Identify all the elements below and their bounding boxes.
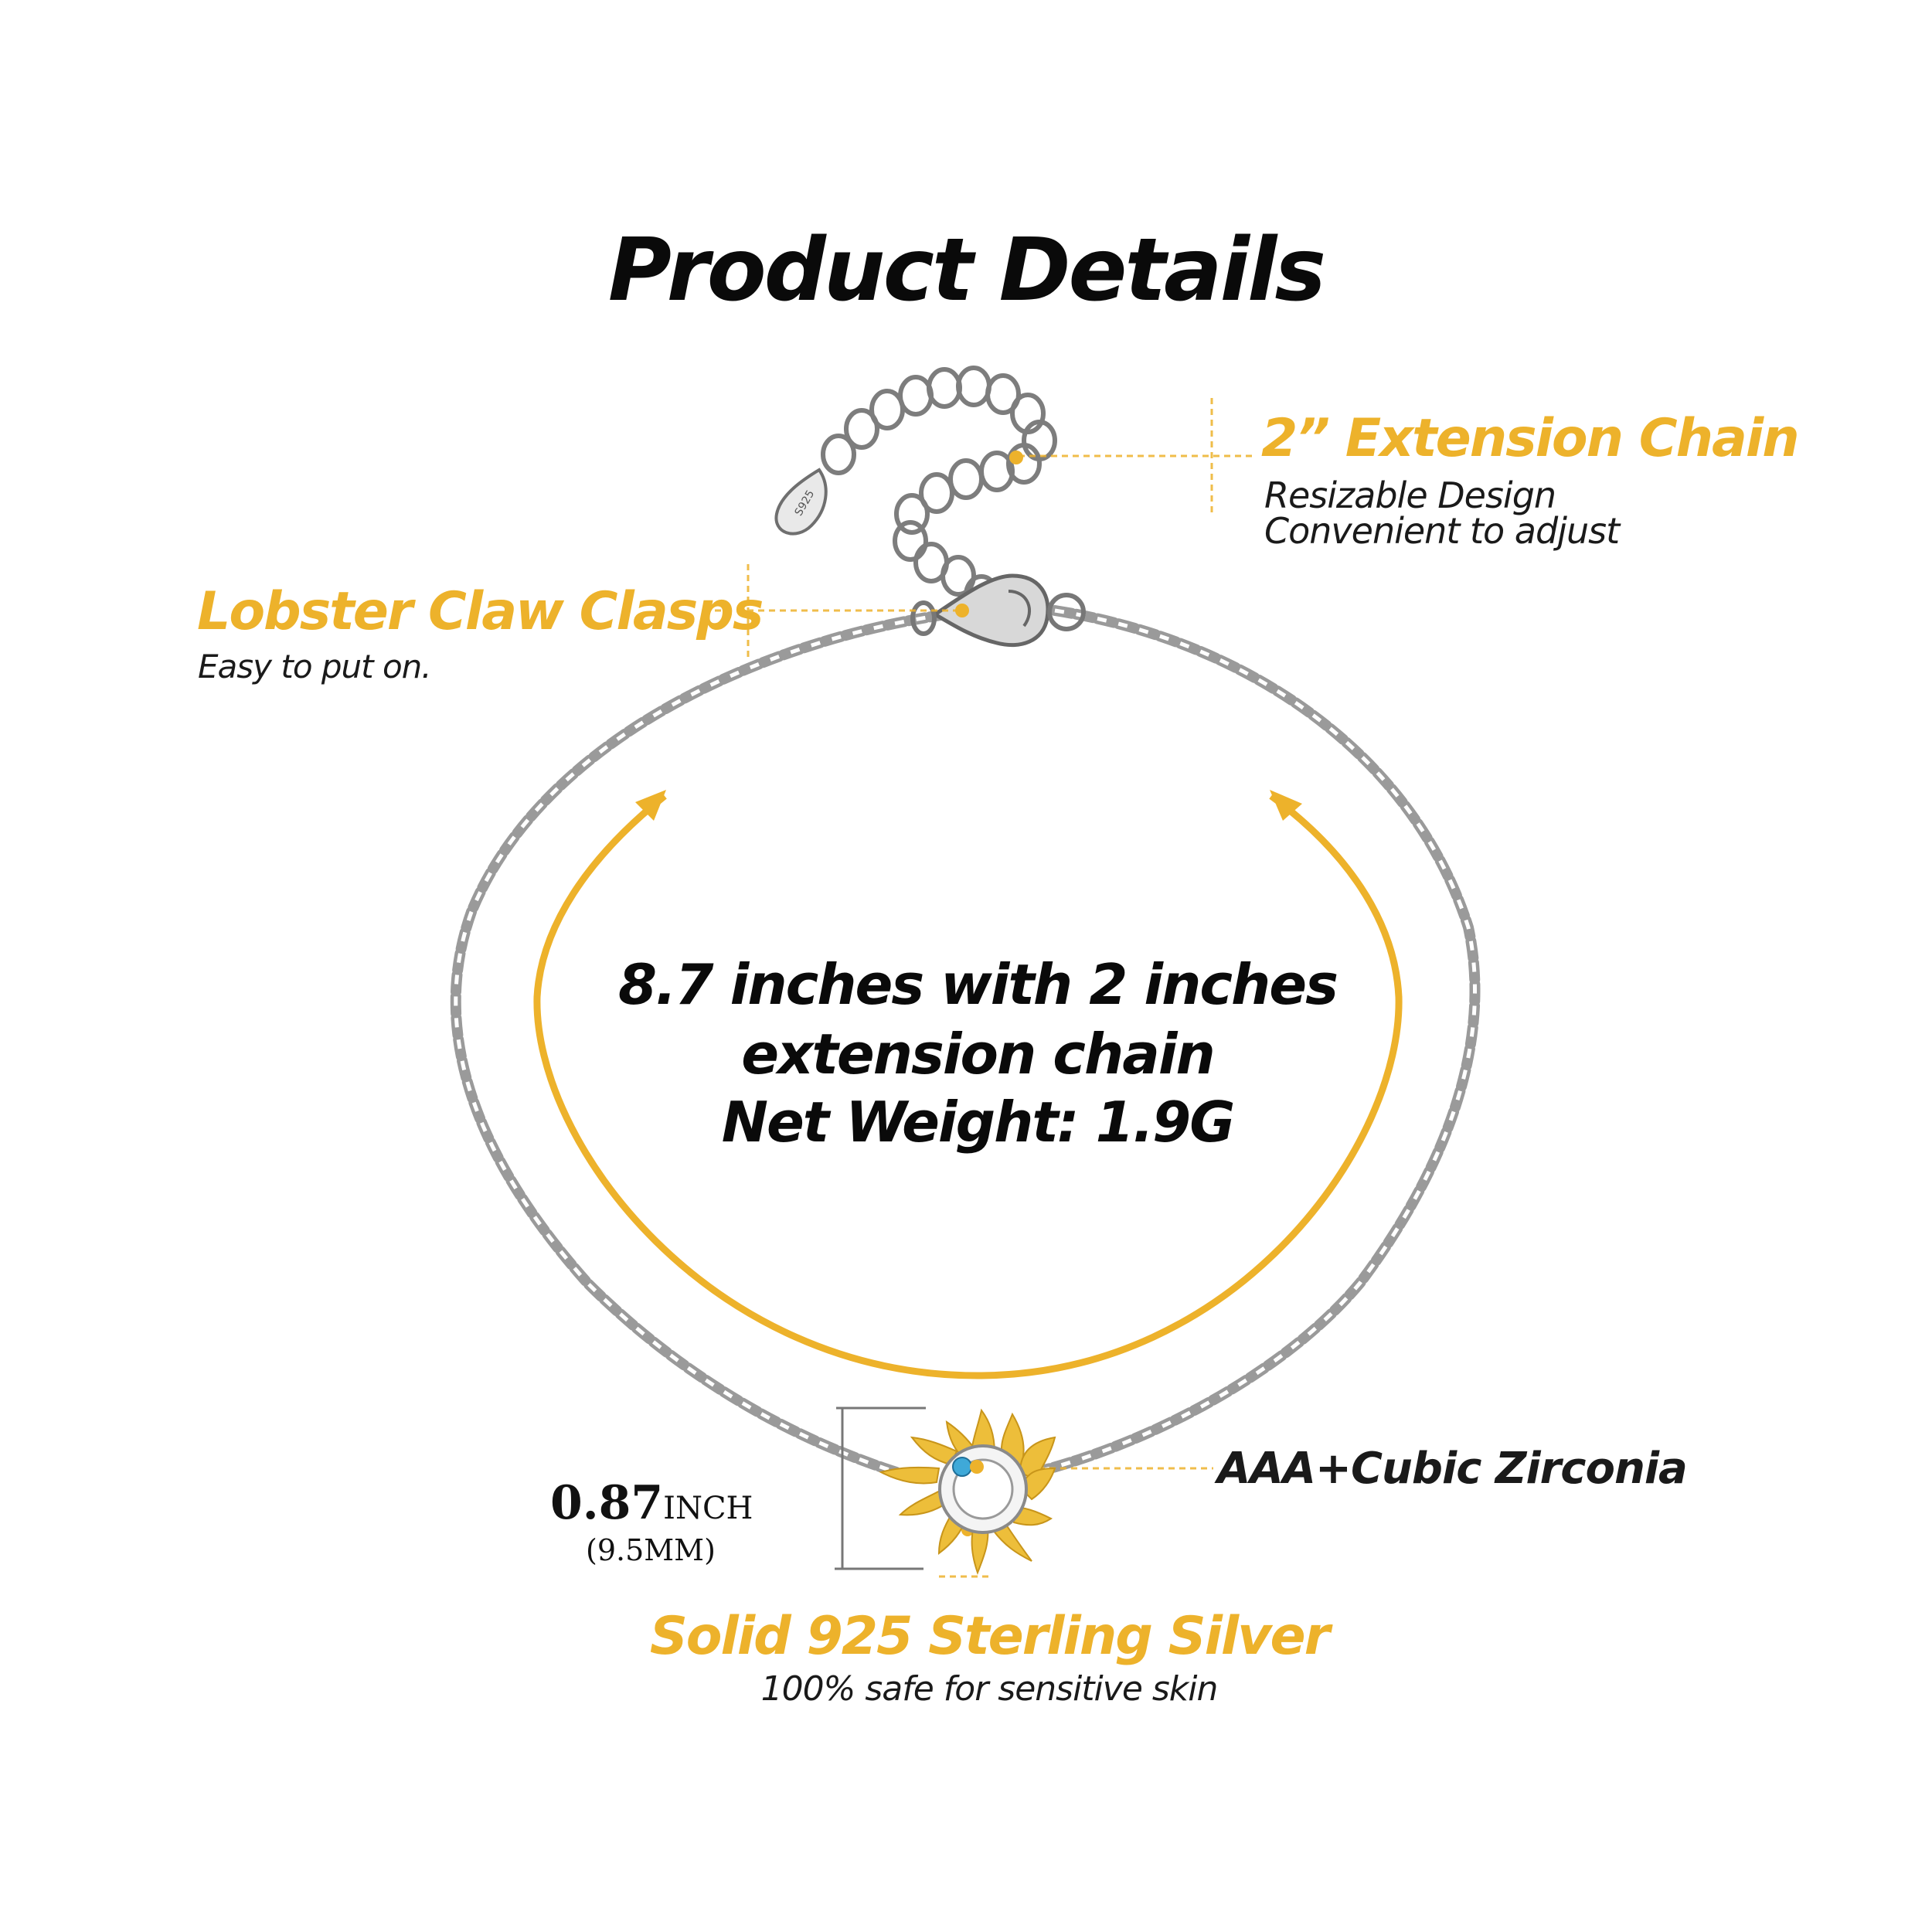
bracelet-chain xyxy=(450,605,1481,1478)
callout-lines xyxy=(715,398,1252,1578)
cubic-zirconia-label: AAA+Cubic Zirconia xyxy=(1217,1444,1688,1494)
page-title: Product Details xyxy=(607,220,1326,321)
s925-tag-icon: S925 xyxy=(774,468,828,536)
extension-chain-title: 2” Extension Chain xyxy=(1261,408,1800,469)
extension-chain xyxy=(821,366,1057,639)
charm-dimension-inch: 0.87INCH xyxy=(550,1476,753,1530)
charm-dimension-mm: (9.5MM) xyxy=(586,1533,716,1567)
circular-arrows-icon xyxy=(533,790,1403,1379)
spec-net-weight: Net Weight: 1.9G xyxy=(721,1090,1236,1155)
sun-charm-icon xyxy=(879,1408,1056,1575)
lobster-clasp-title: Lobster Claw Clasps xyxy=(197,581,764,642)
dimension-bracket xyxy=(835,1406,926,1570)
spec-extension: extension chain xyxy=(741,1022,1216,1087)
spec-length: 8.7 inches with 2 inches xyxy=(618,952,1338,1017)
lobster-clasp-icon xyxy=(910,573,1086,648)
sterling-silver-subtitle: 100% safe for sensitive skin xyxy=(760,1669,1219,1709)
charm-dimension-value: 0.87 xyxy=(550,1476,664,1530)
extension-chain-line1: Resizable Design xyxy=(1264,474,1556,516)
charm-dimension-unit: INCH xyxy=(663,1491,753,1526)
lobster-clasp-subtitle: Easy to put on. xyxy=(198,648,432,685)
extension-chain-line2: Convenient to adjust xyxy=(1264,510,1620,552)
sterling-silver-title: Solid 925 Sterling Silver xyxy=(649,1606,1330,1667)
